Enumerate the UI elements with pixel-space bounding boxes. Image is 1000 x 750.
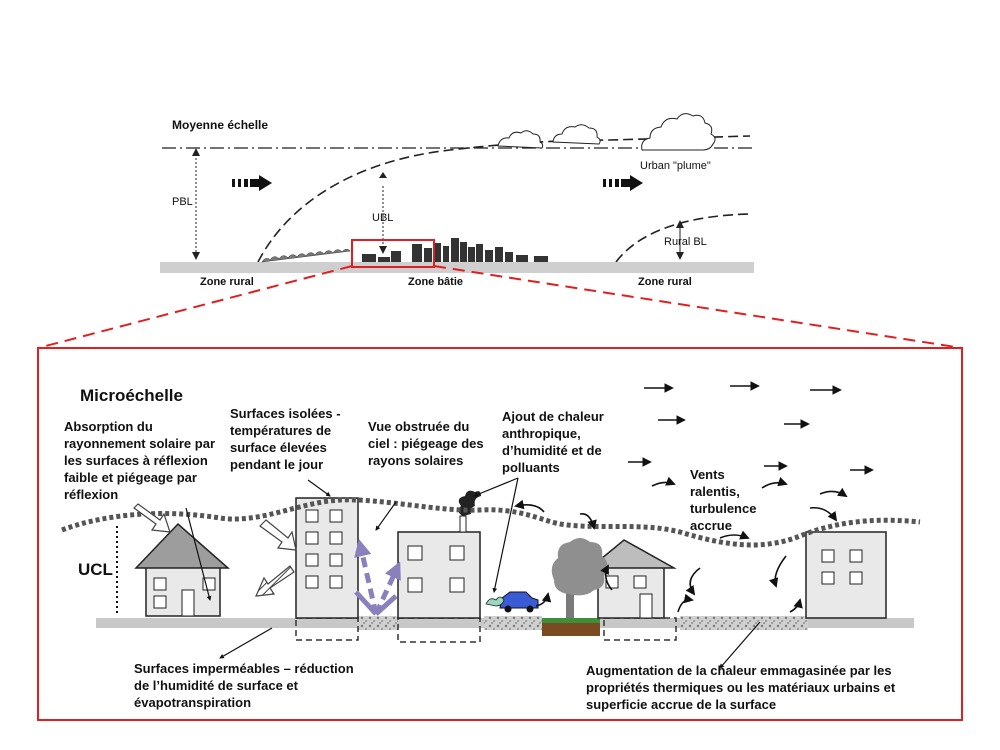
rural-bl-curve [615, 213, 753, 263]
city-skyline [362, 238, 548, 262]
ucl-label: UCL [78, 560, 113, 579]
leader-lines [185, 477, 761, 669]
microscale-title: Microéchelle [80, 386, 183, 405]
tall-building [295, 497, 359, 619]
augmentation-annotation: Augmentation de la chaleur emmagasinée p… [586, 663, 896, 712]
zoom-projection-right [433, 265, 963, 349]
building [805, 531, 887, 619]
tree-icon [551, 538, 608, 618]
cloud-icon [497, 130, 544, 149]
zoom-projection-left [37, 265, 353, 349]
microscale-panel [37, 347, 963, 721]
vue-obstruee-annotation: Vue obstruée du ciel : piégeage des rayo… [368, 419, 484, 468]
cloud-icon [641, 113, 716, 151]
house-building [587, 539, 677, 619]
soil-patch [542, 620, 600, 636]
zoom-highlight-box [351, 239, 435, 268]
wind-arrows [514, 381, 874, 613]
ucl-boundary-curve [61, 497, 921, 548]
absorption-annotation: Absorption du rayonnement solaire par le… [64, 419, 215, 502]
mesoscale-panel [160, 113, 754, 273]
wind-arrow-icon [232, 175, 272, 191]
sky-view-reflection-arrows [354, 538, 401, 616]
impermeables-annotation: Surfaces imperméables – réduction de l’h… [134, 661, 354, 710]
sun-ray-arrow-icon [133, 503, 171, 533]
vents-annotation: Vents ralentis, turbulence accrue [690, 467, 757, 533]
surfaces-isolees-annotation: Surfaces isolées - températures de surfa… [230, 406, 341, 472]
zone-rural-right-label: Zone rural [638, 276, 692, 288]
cloud-icon [552, 124, 601, 145]
mesoscale-title: Moyenne échelle [172, 118, 269, 132]
urban-plume-label: Urban "plume" [640, 160, 711, 172]
rural-vegetation [261, 248, 351, 263]
sun-ray-arrow-icon [259, 519, 297, 551]
ubl-label: UBL [372, 212, 394, 224]
zone-rural-left-label: Zone rural [200, 276, 254, 288]
wind-arrow-icon [603, 175, 643, 191]
sun-ray-arrow-icon [255, 565, 295, 597]
pbl-label: PBL [172, 196, 193, 208]
car-icon [485, 591, 539, 613]
rural-bl-label: Rural BL [664, 236, 707, 248]
mesoscale-ground [160, 262, 754, 273]
ajout-chaleur-annotation: Ajout de chaleur anthropique, d’humidité… [502, 409, 604, 475]
grass-patch [542, 618, 600, 623]
zone-batie-label: Zone bâtie [408, 276, 464, 288]
